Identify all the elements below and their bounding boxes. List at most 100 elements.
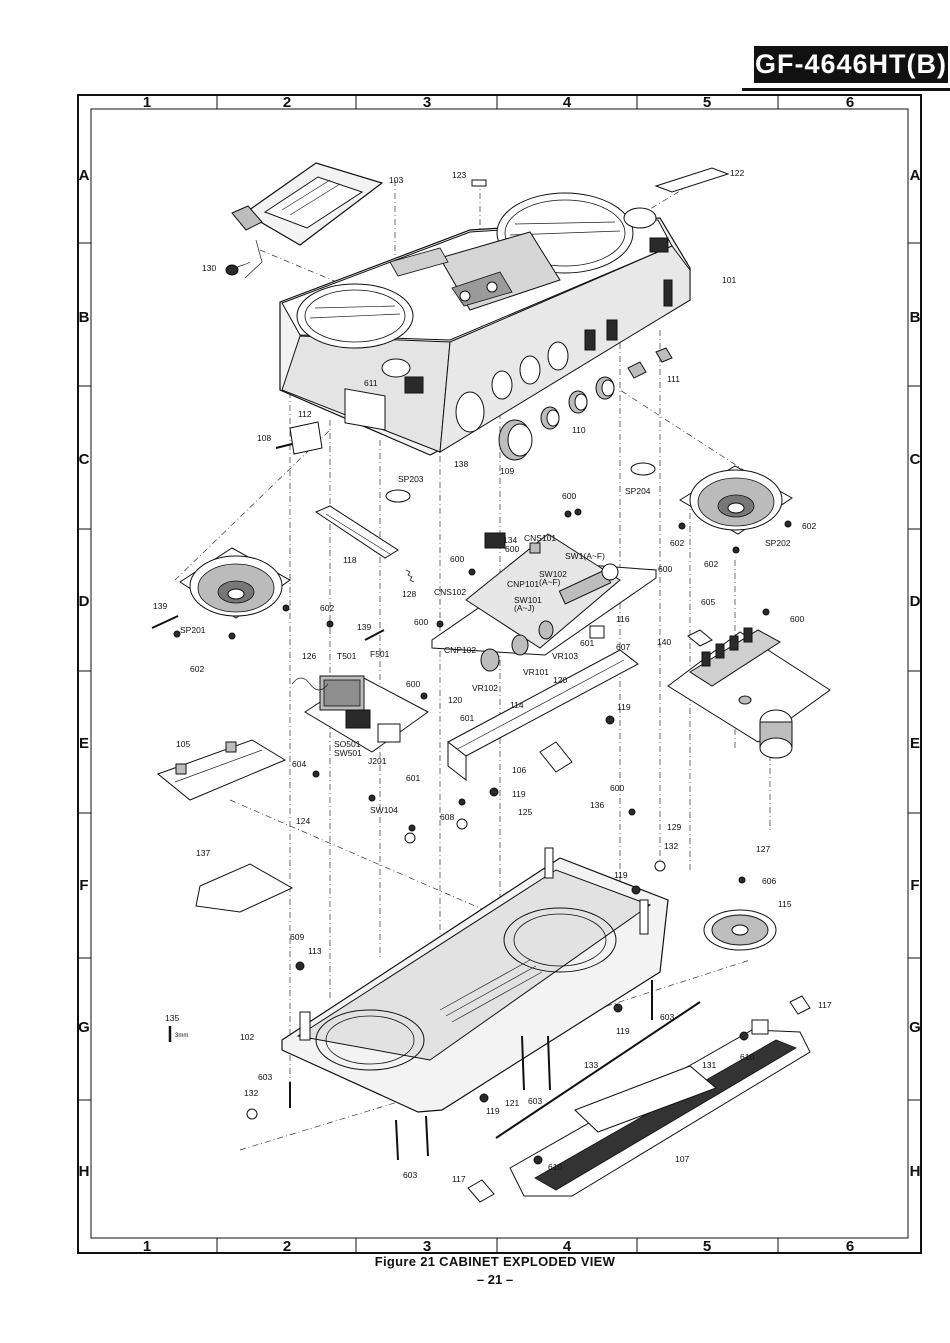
label-sw104: SW104: [370, 805, 398, 815]
label-sp204: SP204: [625, 486, 651, 496]
label-cnp102: CNP102: [444, 645, 476, 655]
badge-rule: [742, 88, 950, 91]
label-107: 107: [675, 1154, 689, 1164]
part-109-knob: [498, 419, 533, 461]
label-122: 122: [730, 168, 744, 178]
label-sw501: SW501: [334, 748, 362, 758]
label-119-a: 119: [617, 702, 631, 712]
part-139-pin-right: [364, 629, 385, 641]
label-135: 135: [165, 1013, 179, 1023]
label-129: 129: [667, 822, 681, 832]
part-137-sheet: [195, 863, 294, 913]
label-125: 125: [518, 807, 532, 817]
label-113: 113: [308, 946, 322, 956]
row-label-right-g: G: [909, 1019, 921, 1036]
label-cns102: CNS102: [434, 587, 466, 597]
label-603-d: 603: [403, 1170, 417, 1180]
part-123-piece: [471, 179, 487, 187]
small-screws: [173, 508, 792, 1165]
label-602-a: 602: [802, 521, 816, 531]
row-label-right-c: C: [910, 451, 921, 468]
part-115-flywheel: [703, 909, 777, 951]
part-labels: 103 123 122 130 101 111 611 112 110 108 …: [153, 168, 832, 1184]
label-119-e: 119: [486, 1106, 500, 1116]
sp204-disc: [630, 462, 656, 476]
label-111: 111: [667, 374, 680, 384]
row-label-left-c: C: [79, 451, 90, 468]
part-101-cabinet-top: [279, 192, 691, 456]
row-label-right-e: E: [910, 735, 920, 752]
label-126: 126: [302, 651, 316, 661]
col-label-top-3: 3: [423, 94, 431, 111]
label-605: 605: [701, 597, 715, 607]
part-108-screw: [275, 443, 293, 449]
label-139-a: 139: [153, 601, 167, 611]
label-600-e: 600: [790, 614, 804, 624]
label-sw1: SW1(A~F): [565, 551, 605, 561]
label-106: 106: [512, 765, 526, 775]
label-sw101: SW101: [514, 595, 542, 605]
col-label-bottom-3: 3: [423, 1238, 431, 1255]
label-137: 137: [196, 848, 210, 858]
label-123: 123: [452, 170, 466, 180]
label-608: 608: [440, 812, 454, 822]
row-label-left-f: F: [79, 877, 88, 894]
label-138: 138: [454, 459, 468, 469]
model-badge: GF-4646HT(B): [754, 46, 948, 86]
label-t501: T501: [337, 651, 357, 661]
col-label-bottom-2: 2: [283, 1238, 291, 1255]
row-label-left-e: E: [79, 735, 89, 752]
label-601-c: 601: [406, 773, 420, 783]
label-sw102r: (A~F): [539, 577, 561, 587]
part-117-cap-bottom: [467, 1179, 495, 1203]
label-606: 606: [762, 876, 776, 886]
label-120-a: 120: [553, 675, 567, 685]
page-number: – 21 –: [476, 1272, 514, 1287]
col-label-top-5: 5: [703, 94, 711, 111]
label-118: 118: [343, 555, 357, 565]
label-600-c: 600: [450, 554, 464, 564]
label-603-c: 603: [528, 1096, 542, 1106]
part-110-knobs: [540, 376, 615, 430]
label-133: 133: [584, 1060, 598, 1070]
right-pcb-assembly: [667, 627, 831, 759]
label-sp202: SP202: [765, 538, 791, 548]
col-label-bottom-6: 6: [846, 1238, 854, 1255]
part-102-chassis: [281, 847, 669, 1113]
label-sp203: SP203: [398, 474, 424, 484]
label-600-h: 600: [610, 783, 624, 793]
label-116: 116: [616, 614, 630, 624]
part-131-plate: [574, 1065, 717, 1133]
power-pcb-assembly: [291, 675, 429, 753]
label-101: 101: [722, 275, 736, 285]
label-610-b: 610: [548, 1162, 562, 1172]
label-601-b: 601: [460, 713, 474, 723]
row-label-right-d: D: [910, 593, 921, 610]
col-label-bottom-1: 1: [143, 1238, 151, 1255]
label-140: 140: [657, 637, 671, 647]
col-label-top-6: 6: [846, 94, 854, 111]
label-103: 103: [389, 175, 403, 185]
label-600-f: 600: [414, 617, 428, 627]
part-103-lid: [231, 162, 384, 279]
label-139-b: 139: [357, 622, 371, 632]
grid-frame: [77, 94, 922, 1254]
sp203-disc: [385, 489, 411, 503]
speaker-sp202: [679, 465, 793, 535]
label-120-b: 120: [448, 695, 462, 705]
col-label-bottom-4: 4: [563, 1238, 572, 1255]
part-106-bracket: [539, 741, 573, 773]
row-label-right-b: B: [910, 309, 921, 326]
label-602-e: 602: [190, 664, 204, 674]
label-604: 604: [292, 759, 306, 769]
label-102: 102: [240, 1032, 254, 1042]
label-602-b: 602: [670, 538, 684, 548]
part-128-spring: [405, 569, 415, 583]
label-611: 611: [364, 378, 378, 388]
label-136: 136: [590, 800, 604, 810]
part-114-bracket: [447, 649, 639, 782]
label-mm: 3mm: [175, 1033, 188, 1039]
label-vr101: VR101: [523, 667, 549, 677]
row-label-left-d: D: [79, 593, 90, 610]
